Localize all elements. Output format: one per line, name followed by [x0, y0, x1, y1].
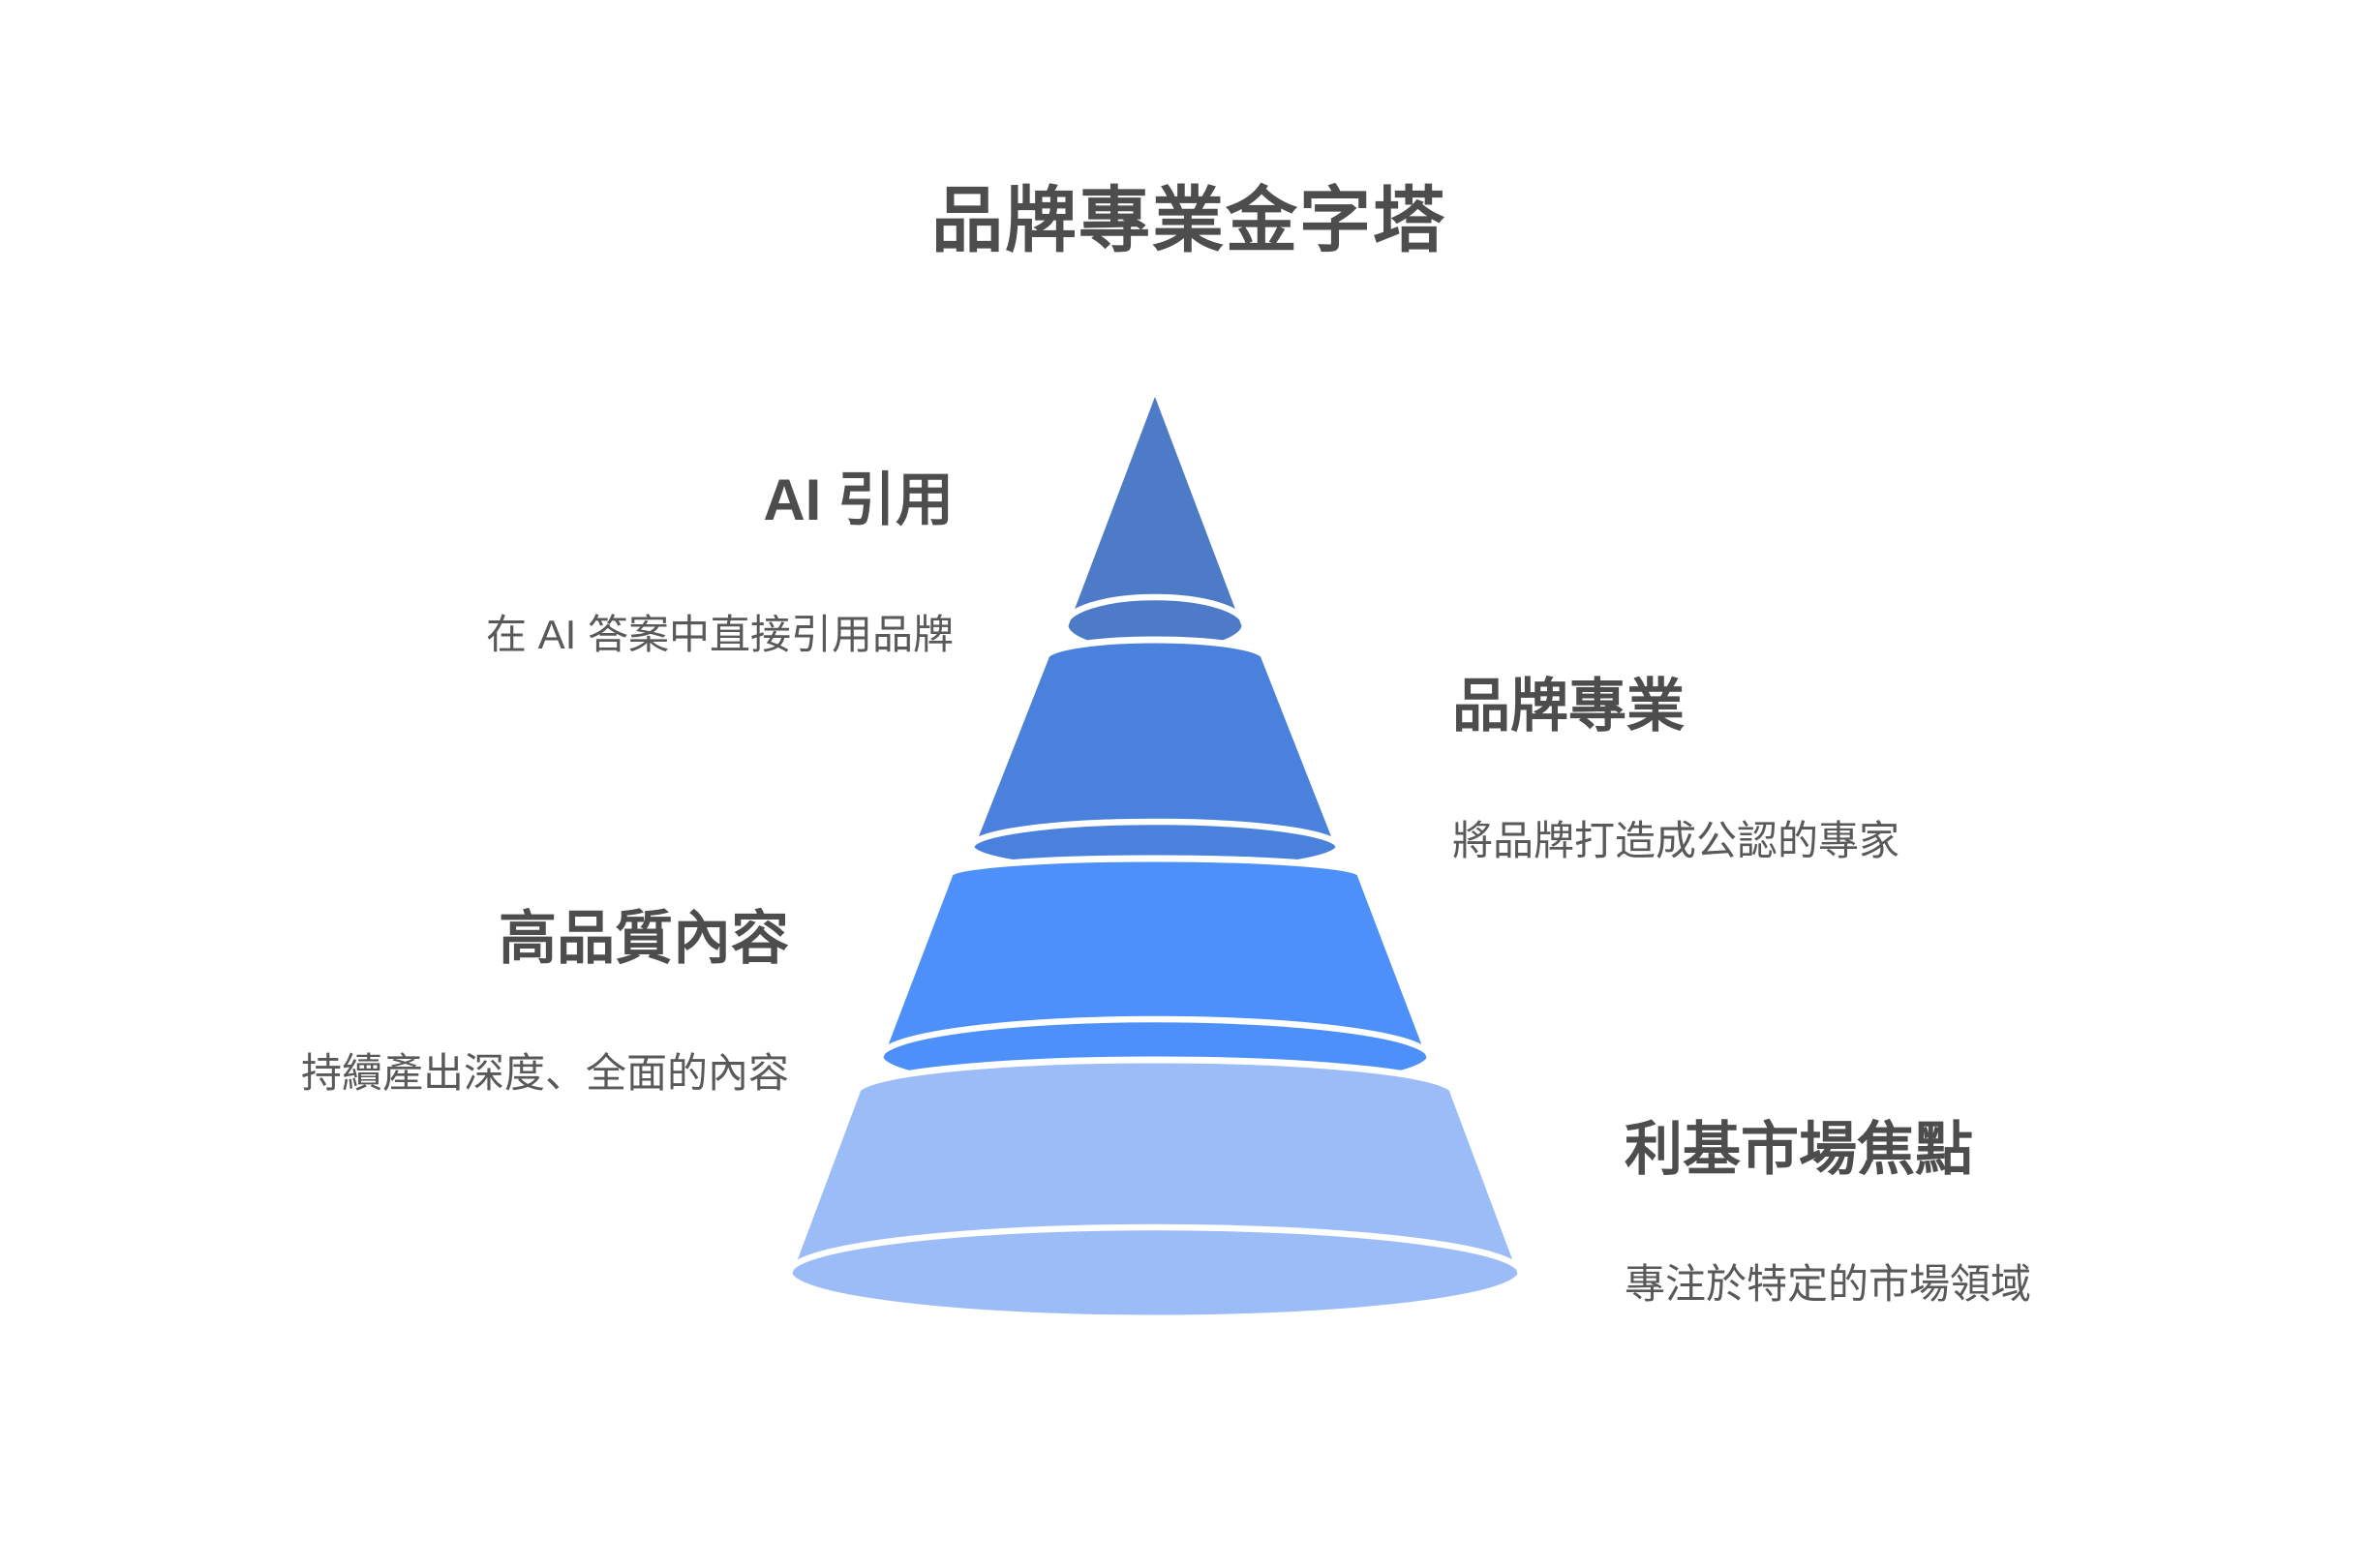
tier-1-heading: AI 引用: [763, 467, 954, 532]
label-block-quality-content: 高品質內容 持續產出深度、全面的內容: [301, 907, 789, 1097]
tier-2-frustum-shape: [967, 636, 1343, 876]
tier-2-heading: 品牌專業: [1452, 674, 1685, 739]
pyramid-tier-quality-content: [876, 855, 1434, 1099]
tier-1-cone-shape: [1061, 383, 1249, 657]
tier-3-rim-line: [876, 1015, 1434, 1061]
tier-2-description: 將品牌打造成公認的專家: [1452, 818, 1900, 863]
label-block-ai-citation: AI 引用 在 AI 答案中直接引用品牌: [486, 468, 954, 658]
tier-3-description: 持續產出深度、全面的內容: [300, 1050, 789, 1096]
tier-3-heading: 高品質內容: [499, 906, 789, 971]
tier-1-rim-line: [1061, 593, 1249, 629]
label-block-niche-focus: 利基市場焦點 專注於特定的市場領域: [1625, 1118, 2031, 1308]
tier-4-rim-line: [785, 1223, 1525, 1277]
tier-4-heading: 利基市場焦點: [1625, 1117, 1973, 1182]
label-block-brand-expertise: 品牌專業 將品牌打造成公認的專家: [1452, 675, 1899, 864]
tier-1-description: 在 AI 答案中直接引用品牌: [485, 612, 954, 657]
pyramid-tier-ai-citation: [1061, 383, 1249, 657]
pyramid-tier-niche-focus: [785, 1056, 1525, 1322]
page-title: 品牌專業金字塔: [931, 180, 1446, 260]
tier-2-rim-line: [967, 818, 1343, 851]
pyramid-tier-brand-expertise: [967, 636, 1343, 876]
tier-4-frustum-shape: [785, 1056, 1525, 1322]
tier-4-description: 專注於特定的市場領域: [1625, 1261, 2032, 1307]
